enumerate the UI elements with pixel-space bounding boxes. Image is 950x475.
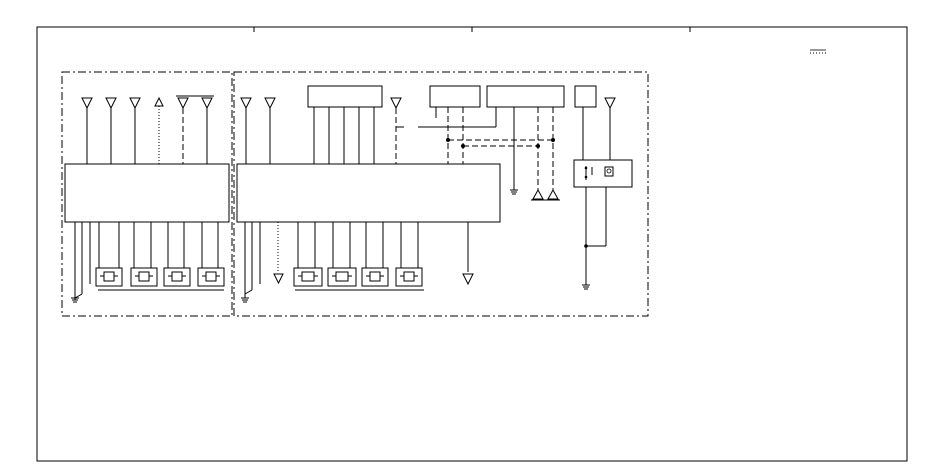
right-switch-1 (293, 267, 323, 287)
connector-down-icon (604, 97, 616, 110)
connector-block-b (429, 85, 481, 108)
connector-up-icon (154, 96, 164, 107)
right-bottom-wires (241, 222, 474, 303)
connector-block-c (486, 85, 565, 108)
ground-icon (510, 186, 518, 195)
switch-icon (103, 271, 115, 282)
connector-down-icon (390, 97, 402, 110)
connector-down-icon (462, 273, 474, 286)
left-switch-3 (163, 267, 191, 287)
frame-ticks (253, 27, 691, 32)
right-switch-4 (395, 267, 423, 287)
switch-icon (369, 271, 381, 282)
left-module-boundary (61, 71, 233, 317)
connector-down-icon (240, 97, 252, 110)
left-switch-2 (130, 267, 158, 287)
left-switch-1 (95, 267, 123, 287)
left-top-wires (86, 106, 208, 164)
switch-icon (301, 271, 315, 282)
right-control-unit (236, 163, 501, 223)
connector-down-icon (129, 97, 141, 110)
relay (573, 159, 633, 188)
switch-icon (335, 271, 349, 282)
connector-up-icon (532, 188, 544, 200)
ground-icon (582, 284, 590, 290)
connector-down-icon (273, 273, 284, 285)
connector-down-icon (177, 97, 189, 110)
connector-down-icon (81, 97, 93, 110)
switch-icon (403, 271, 415, 282)
right-module-boundary (233, 71, 649, 317)
right-switch-2 (327, 267, 357, 287)
connector-block-d (574, 85, 597, 108)
connector-down-icon (264, 97, 276, 110)
switch-icon (205, 271, 217, 282)
connector-down-icon (105, 97, 117, 110)
left-top-connectors (81, 95, 214, 110)
left-switch-4 (197, 267, 225, 287)
junction-nodes (446, 138, 588, 248)
switch-icon (138, 271, 150, 282)
left-bottom-wires (71, 222, 224, 303)
switch-icon (171, 271, 183, 282)
right-top-connectors (240, 97, 616, 110)
right-switch-3 (361, 267, 389, 287)
right-top-wires (245, 107, 611, 190)
connector-up-icon (547, 188, 559, 200)
coil-icon (604, 166, 614, 177)
connector-down-icon (201, 97, 213, 110)
connector-block-a (307, 85, 383, 108)
left-control-unit (64, 163, 230, 223)
corner-mark (810, 49, 826, 54)
relay-wires (582, 187, 607, 290)
ground-icon (241, 294, 249, 303)
